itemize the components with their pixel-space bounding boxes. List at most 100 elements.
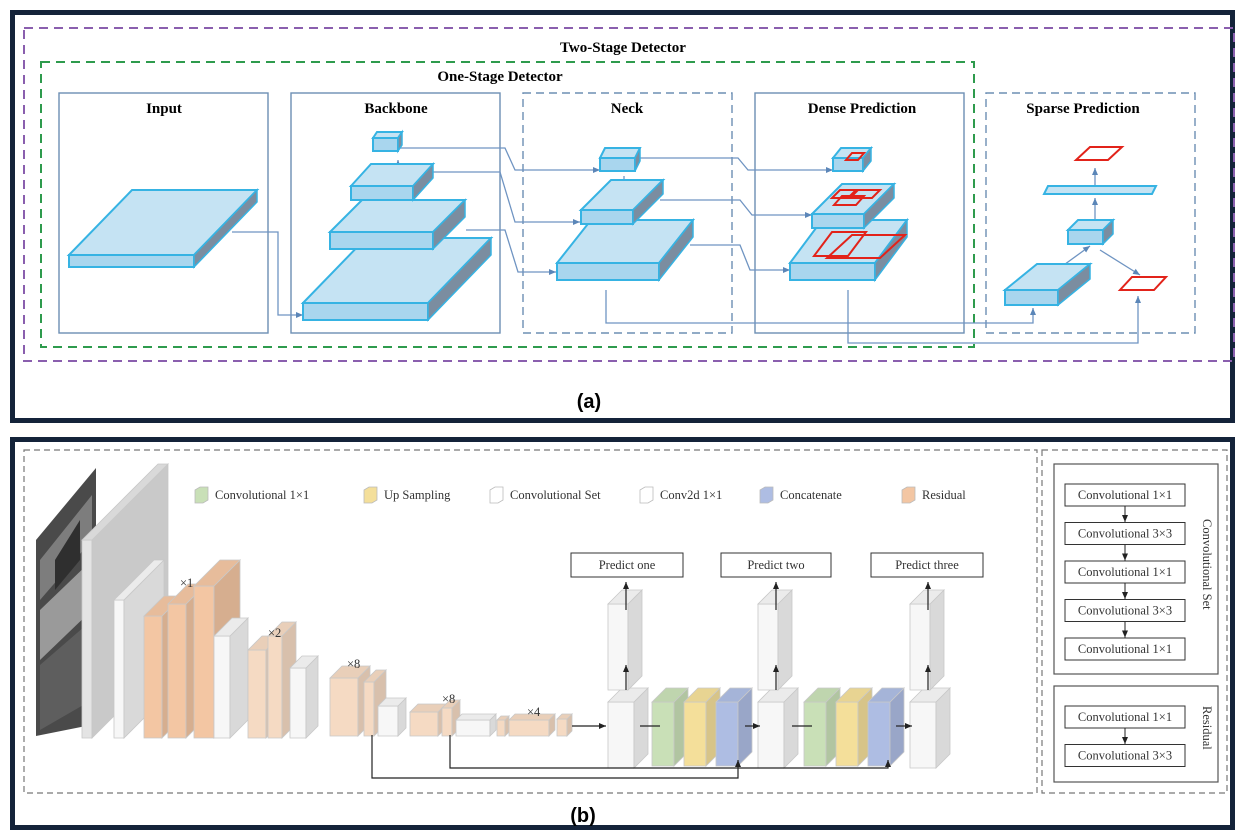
conv-set-item-label: Convolutional 1×1 <box>1078 642 1172 656</box>
residual-layer-4 <box>409 703 447 737</box>
backbone-slab-4 <box>371 129 404 154</box>
red-box-4 <box>812 231 868 257</box>
legend-label: Convolutional 1×1 <box>215 488 309 502</box>
conv-set-item-label: Convolutional 1×1 <box>1078 488 1172 502</box>
sparse-to-roi-arrow <box>1099 249 1141 276</box>
skip-arrow-2 <box>449 735 891 769</box>
concat-block-2 <box>867 687 905 767</box>
sparse-slab-2 <box>1065 218 1116 246</box>
caption-b: (b) <box>570 805 596 827</box>
input-slab <box>66 188 260 269</box>
input-to-backbone-arrow <box>232 231 303 318</box>
neck-to-sparse-arrow <box>605 290 1036 324</box>
predict-three-box <box>870 552 984 578</box>
red-box-2 <box>831 195 867 206</box>
sparse-fc-bar <box>1042 185 1158 195</box>
predict-one-label: Predict one <box>599 558 656 572</box>
legend-label: Residual <box>922 488 966 502</box>
backbone-box <box>290 92 501 334</box>
red-box-small <box>843 152 867 161</box>
downsample-layer-2 <box>213 617 249 739</box>
predict-two-box <box>720 552 832 578</box>
neck-box <box>522 92 733 334</box>
red-box-1 <box>829 189 859 199</box>
red-box-sparse-roi <box>1117 276 1169 291</box>
neck-to-dense-arrow-1 <box>640 157 833 173</box>
residual-layer-5c <box>556 713 573 737</box>
legend-item: Conv2d 1×1 <box>639 486 722 504</box>
downsample-layer-4 <box>377 697 407 737</box>
modules-frame <box>1041 449 1228 794</box>
residual-item-label: Convolutional 1×1 <box>1078 710 1172 724</box>
legend-label: Concatenate <box>780 488 842 502</box>
legend-item: Up Sampling <box>363 486 451 504</box>
multiplier-1: ×1 <box>180 576 193 590</box>
conv-set-item-label: Convolutional 1×1 <box>1078 565 1172 579</box>
legend-label: Conv2d 1×1 <box>660 488 722 502</box>
legend-swatch <box>639 486 654 504</box>
upsample-block-1 <box>683 687 721 767</box>
dense-title: Dense Prediction <box>808 101 917 117</box>
backbone-to-neck-arrow-2 <box>432 171 580 225</box>
neck-to-dense-arrow-2 <box>660 199 812 218</box>
legend-item: Residual <box>901 486 966 504</box>
downsample-layer-3 <box>289 655 319 739</box>
residual-item-label: Convolutional 3×3 <box>1078 749 1172 763</box>
residual-panel <box>1053 685 1219 783</box>
conv1x1-block-2 <box>803 687 841 767</box>
sparse-slab-1 <box>1002 262 1093 307</box>
multiplier-5: ×4 <box>527 705 541 719</box>
two-stage-frame <box>23 27 1235 362</box>
legend-label: Up Sampling <box>384 488 451 502</box>
skip-arrow-1 <box>371 735 741 779</box>
legend-swatch <box>489 486 504 504</box>
conv-set-item-box <box>1064 637 1186 661</box>
conv-set-panel <box>1053 463 1219 675</box>
residual-layer-4b <box>441 699 461 737</box>
neck-to-dense-arrow-3 <box>690 244 790 273</box>
concat-block-1 <box>715 687 753 767</box>
upsample-block-2 <box>835 687 873 767</box>
conv-set-item-label: Convolutional 3×3 <box>1078 527 1172 541</box>
conv-set-block-2 <box>757 687 799 769</box>
multiplier-3: ×8 <box>347 657 360 671</box>
red-box-3 <box>847 189 883 199</box>
backbone-title: Backbone <box>364 101 428 117</box>
dense-prediction-box <box>754 92 965 334</box>
dense-to-sparse-arrow <box>847 290 1141 344</box>
legend-item: Concatenate <box>759 486 842 504</box>
conv2d-block-2 <box>757 589 793 691</box>
predict-two-label: Predict two <box>747 558 804 572</box>
legend-label: Convolutional Set <box>510 488 601 502</box>
sparse-title: Sparse Prediction <box>1026 101 1140 117</box>
downsample-layer-5 <box>455 713 497 737</box>
neck-slab-3 <box>598 147 642 172</box>
residual-title: Residual <box>1200 706 1214 750</box>
two-stage-title: Two-Stage Detector <box>560 40 686 56</box>
backbone-slab-3 <box>348 162 436 202</box>
backbone-slab-2 <box>327 198 468 251</box>
one-stage-title: One-Stage Detector <box>437 69 563 85</box>
backbone-to-neck-arrow-3 <box>466 229 556 275</box>
conv2d-block-3 <box>909 589 945 691</box>
conv-set-title: Convolutional Set <box>1200 519 1214 610</box>
red-box-5 <box>824 234 908 259</box>
legend-swatch <box>194 486 209 504</box>
input-image <box>36 468 96 736</box>
predict-three-label: Predict three <box>895 558 959 572</box>
legend-item: Convolutional Set <box>489 486 601 504</box>
conv1x1-block-1 <box>651 687 689 767</box>
backbone-to-neck-arrow-1 <box>400 147 600 173</box>
red-box-sparse-top <box>1073 146 1125 161</box>
residual-layer-5a <box>496 715 510 737</box>
input-title: Input <box>146 101 182 117</box>
legend-swatch <box>901 486 916 504</box>
legend-item: Convolutional 1×1 <box>194 486 309 504</box>
sparse-prediction-box <box>985 92 1196 334</box>
conv-set-block-3 <box>909 687 951 769</box>
caption-a: (a) <box>577 391 601 413</box>
neck-slab-1 <box>554 217 696 283</box>
predict-one-box <box>570 552 684 578</box>
input-box <box>58 92 269 334</box>
